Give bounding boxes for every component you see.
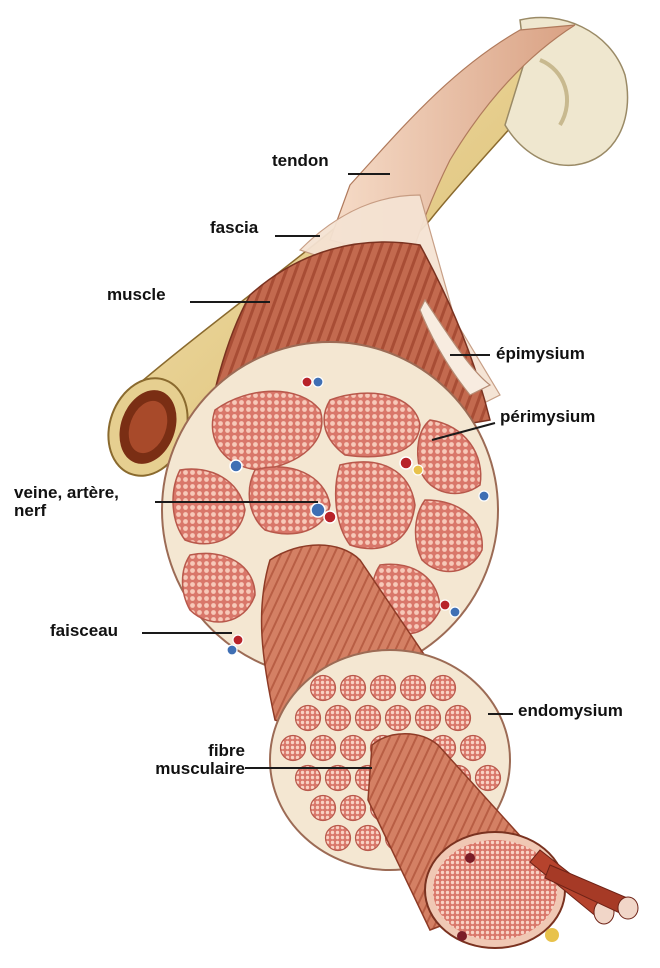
muscle-fibre-section	[341, 796, 366, 821]
label-fibre-line2: musculaire	[125, 760, 245, 778]
muscle-fibre-section	[311, 736, 336, 761]
label-fibre: fibre musculaire	[125, 742, 245, 778]
muscle-fibre-section	[476, 766, 501, 791]
label-fibre-line1: fibre	[125, 742, 245, 760]
muscle-fibre-section	[326, 826, 351, 851]
muscle-fibre-section	[311, 676, 336, 701]
vein-icon	[313, 377, 323, 387]
fascicle	[324, 393, 420, 457]
muscle-fibre-section	[446, 706, 471, 731]
muscle-fibre-section	[416, 706, 441, 731]
muscle-fibre-section	[341, 676, 366, 701]
muscle-fibre-section	[356, 706, 381, 731]
vein-icon	[450, 607, 460, 617]
muscle-fibre-section	[311, 796, 336, 821]
muscle-fibre-section	[386, 706, 411, 731]
vein-icon	[227, 645, 237, 655]
label-vessels: veine, artère, nerf	[14, 484, 119, 520]
artery-icon	[302, 377, 312, 387]
label-muscle: muscle	[107, 286, 166, 304]
label-endomysium: endomysium	[518, 702, 623, 720]
muscle-fibre-section	[326, 766, 351, 791]
artery-icon	[233, 635, 243, 645]
label-epimysium: épimysium	[496, 345, 585, 363]
muscle-fibre-section	[296, 706, 321, 731]
label-faisceau: faisceau	[50, 622, 118, 640]
artery-icon	[324, 511, 336, 523]
muscle-fibre-section	[341, 736, 366, 761]
label-vessels-line2: nerf	[14, 502, 119, 520]
muscle-fibre-section	[401, 676, 426, 701]
label-perimysium: périmysium	[500, 408, 595, 426]
muscle-fibre-section	[296, 766, 321, 791]
muscle-fibre-section	[461, 736, 486, 761]
fibre-cross-section	[425, 832, 565, 948]
muscle-fibre-section	[281, 736, 306, 761]
muscle-fibre-section	[326, 706, 351, 731]
artery-icon	[440, 600, 450, 610]
muscle-fibre-section	[431, 676, 456, 701]
vein-icon	[311, 503, 325, 517]
vein-icon	[479, 491, 489, 501]
label-fascia: fascia	[210, 219, 258, 237]
label-vessels-line1: veine, artère,	[14, 484, 119, 502]
artery-icon	[400, 457, 412, 469]
vein-icon	[230, 460, 242, 472]
nerve-icon	[413, 465, 423, 475]
muscle-fibre-section	[356, 826, 381, 851]
muscle-fibre-section	[371, 676, 396, 701]
label-tendon: tendon	[272, 152, 329, 170]
